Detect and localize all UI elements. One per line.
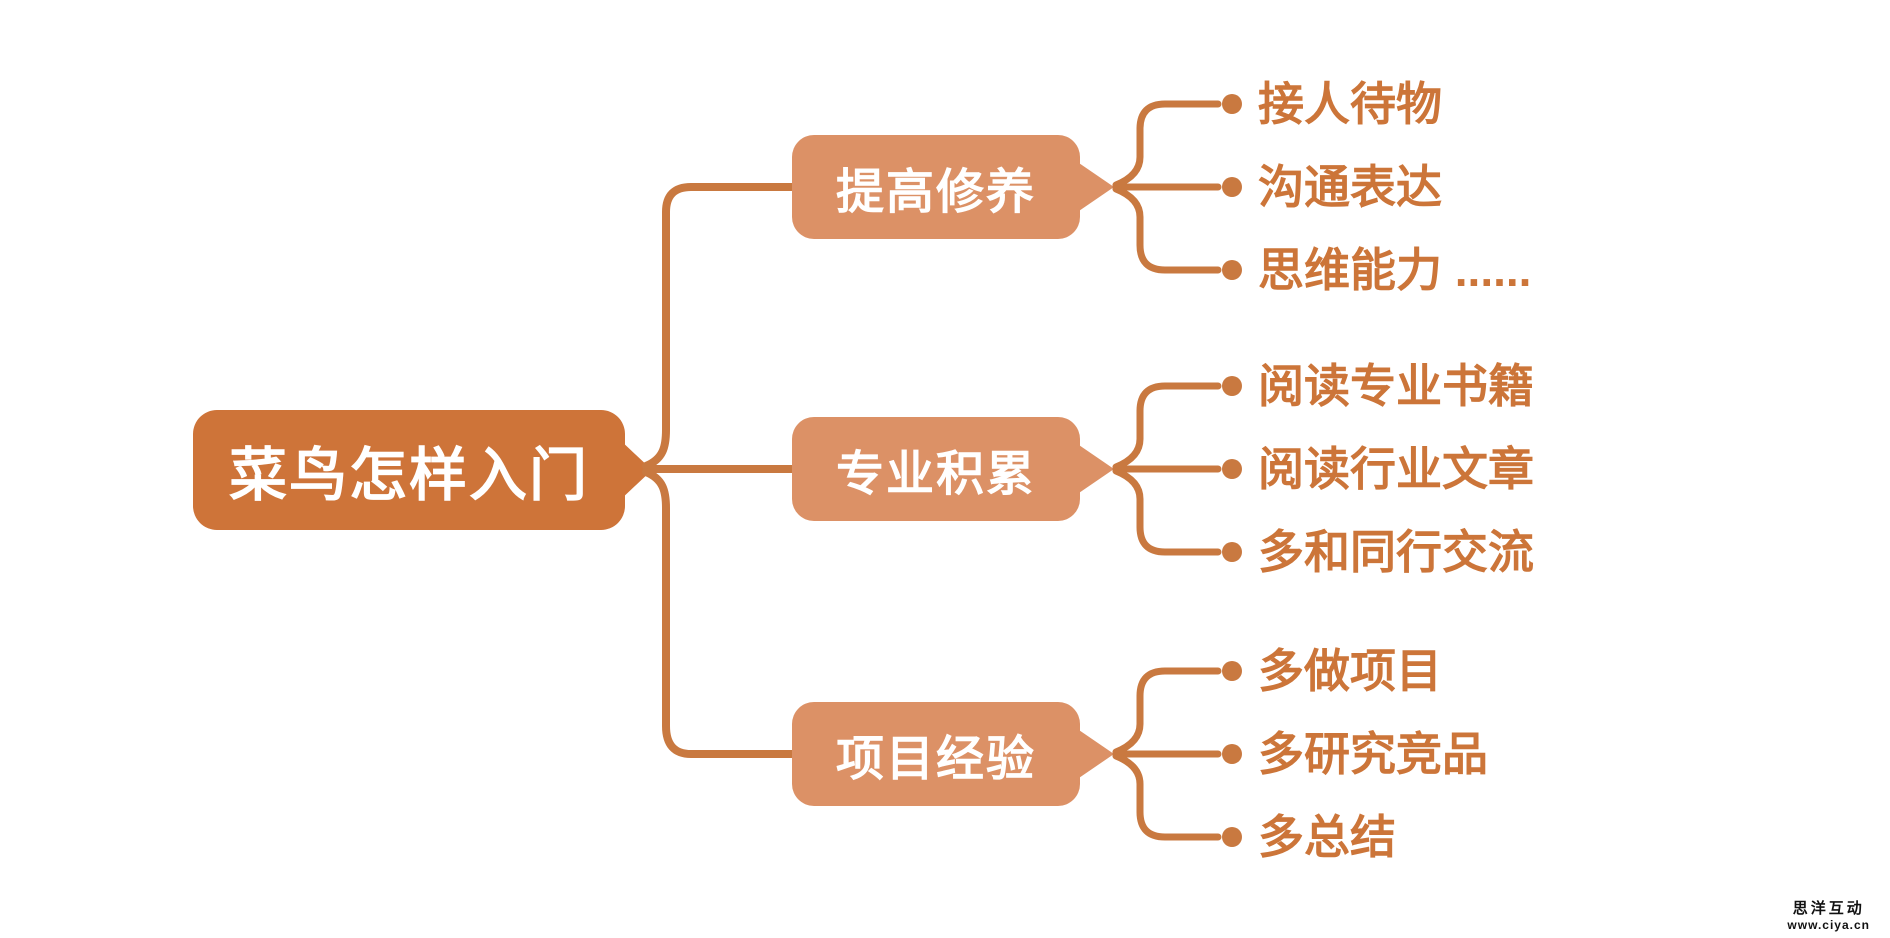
connector-root-to-branch-0	[642, 183, 798, 470]
connector-root-to-branch-2	[642, 468, 798, 758]
connector-branch-0-leaf-2	[1112, 185, 1222, 274]
branch-node-self-improvement[interactable]: 提高修养	[792, 135, 1080, 239]
leaf-node[interactable]: 多做项目	[1258, 645, 1442, 697]
branch-node-label: 项目经验	[835, 733, 1036, 786]
leaf-bullet	[1222, 661, 1242, 681]
branch-node-arrow	[1076, 728, 1114, 780]
connector-branch-0-leaf-0	[1112, 100, 1222, 189]
leaf-bullet	[1222, 744, 1242, 764]
leaf-node[interactable]: 思维能力 ......	[1258, 244, 1532, 296]
leaf-node[interactable]: 阅读专业书籍	[1258, 360, 1534, 412]
branch-node-arrow	[1076, 161, 1114, 213]
leaf-bullet	[1222, 827, 1242, 847]
leaf-node[interactable]: 沟通表达	[1258, 161, 1442, 213]
branch-node-professional-accumulation[interactable]: 专业积累	[792, 417, 1080, 521]
branch-node-label: 专业积累	[835, 448, 1036, 501]
connector-branch-1-leaf-0	[1112, 382, 1222, 471]
leaf-node[interactable]: 多和同行交流	[1258, 526, 1534, 578]
branch-node-project-experience[interactable]: 项目经验	[792, 702, 1080, 806]
leaf-bullet	[1222, 177, 1242, 197]
leaf-bullet	[1222, 376, 1242, 396]
branch-node-arrow	[1076, 443, 1114, 495]
leaf-bullet	[1222, 542, 1242, 562]
connector-branch-2-leaf-0	[1112, 667, 1222, 756]
leaf-bullet	[1222, 260, 1242, 280]
leaf-node[interactable]: 接人待物	[1258, 78, 1442, 130]
leaf-bullet	[1222, 94, 1242, 114]
connector-branch-2-leaf-2	[1112, 752, 1222, 841]
leaf-node[interactable]: 多研究竞品	[1258, 728, 1488, 780]
watermark: 思洋互动 www.ciya.cn	[1787, 897, 1870, 932]
watermark-url: www.ciya.cn	[1787, 918, 1870, 932]
root-node[interactable]: 菜鸟怎样入门	[193, 410, 625, 530]
leaf-node[interactable]: 阅读行业文章	[1258, 443, 1534, 495]
leaf-bullet	[1222, 459, 1242, 479]
root-node-arrow	[618, 438, 652, 502]
connector-branch-1-leaf-2	[1112, 467, 1222, 556]
branch-node-label: 提高修养	[835, 166, 1036, 219]
root-node-label: 菜鸟怎样入门	[228, 443, 589, 508]
watermark-brand: 思洋互动	[1792, 900, 1865, 917]
leaf-node[interactable]: 多总结	[1258, 811, 1396, 863]
